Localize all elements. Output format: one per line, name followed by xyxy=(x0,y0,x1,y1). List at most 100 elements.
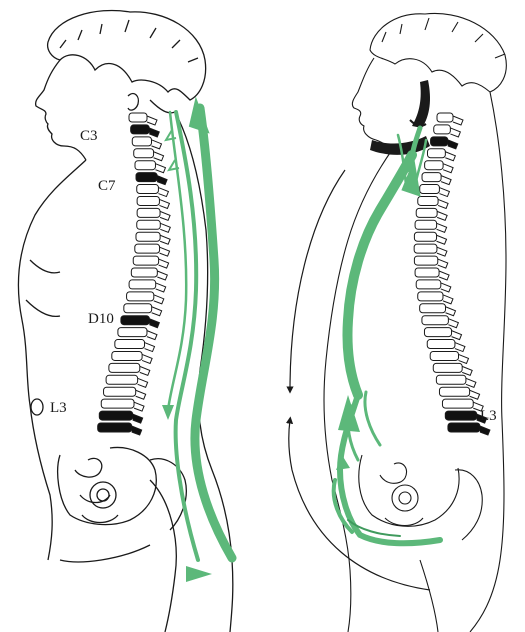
right-spinous-process xyxy=(439,271,449,280)
right-vertebra-highlight xyxy=(448,423,480,432)
right-spinous-process xyxy=(438,199,448,208)
right-vertebra xyxy=(416,280,441,289)
left-spinous-process xyxy=(157,271,167,280)
right-spinous-process xyxy=(452,331,462,340)
left-spinous-process xyxy=(151,140,161,149)
left-spinous-process xyxy=(158,188,168,197)
left-vertebra-highlight xyxy=(98,423,132,432)
left-vertebra-highlight xyxy=(131,125,150,134)
right-vertebra xyxy=(433,363,462,372)
left-spinous-process xyxy=(160,247,170,256)
right-spinous-process xyxy=(437,235,447,244)
right-vertebra xyxy=(418,292,443,301)
left-spinous-process xyxy=(155,164,165,173)
right-spinous-process xyxy=(445,152,455,161)
left-vertebra xyxy=(137,220,161,229)
right-vertebra xyxy=(414,232,436,241)
right-pelvis xyxy=(359,455,482,540)
left-arrow-up xyxy=(195,108,232,558)
pelvis-icon xyxy=(90,482,116,508)
left-vertebra xyxy=(131,268,157,277)
left-vertebra xyxy=(129,113,147,122)
left-spinous-process xyxy=(147,331,157,340)
left-vertebra xyxy=(135,244,160,253)
right-spinous-process xyxy=(443,295,453,304)
left-vertebra xyxy=(118,328,147,337)
left-vertebra xyxy=(109,363,140,372)
label-d10: D10 xyxy=(88,311,114,327)
right-vertebra xyxy=(442,399,473,408)
left-vertebra xyxy=(112,351,142,360)
left-spinous-process xyxy=(132,426,142,435)
left-spinous-process xyxy=(136,390,146,399)
right-spinous-process xyxy=(437,223,447,232)
left-spinous-process xyxy=(149,128,159,137)
left-spinous-process xyxy=(154,152,164,161)
right-spinous-process xyxy=(480,426,490,435)
right-vertebra xyxy=(434,125,451,134)
left-spinous-process xyxy=(138,378,148,387)
right-spinous-process xyxy=(448,319,458,328)
right-spinous-process xyxy=(448,140,458,149)
right-spinous-process xyxy=(437,247,447,256)
left-spinous-process xyxy=(156,283,166,292)
right-spinous-process xyxy=(443,164,453,173)
right-spinous-process xyxy=(446,307,456,316)
right-hair xyxy=(370,13,506,92)
right-spinous-process xyxy=(466,378,476,387)
label-c7: C7 xyxy=(98,178,116,194)
left-vertebra xyxy=(132,137,151,146)
right-spinous-process xyxy=(455,343,465,352)
left-spinous-process xyxy=(152,307,162,316)
left-hair xyxy=(48,10,206,100)
left-green-arrows xyxy=(162,100,232,582)
right-vertebra-highlight xyxy=(445,411,476,420)
right-vertebra xyxy=(427,340,455,349)
left-vertebra-highlight xyxy=(121,316,149,325)
right-vertebra xyxy=(422,316,448,325)
left-spinous-process xyxy=(142,354,152,363)
right-vertebra-highlight xyxy=(431,137,448,146)
left-spinous-process xyxy=(140,366,150,375)
right-vertebra xyxy=(415,268,439,277)
right-pelvis-icon xyxy=(392,485,418,511)
right-spinous-process xyxy=(441,176,451,185)
right-vertebra xyxy=(436,375,466,384)
right-vertebra xyxy=(437,113,453,122)
left-vertebra-highlight xyxy=(136,173,157,182)
left-vertebra xyxy=(129,280,156,289)
label-l3-left: L3 xyxy=(50,400,67,416)
left-spinous-process xyxy=(157,176,167,185)
right-vertebra xyxy=(420,185,440,194)
left-spinous-process xyxy=(149,319,159,328)
right-spinous-process xyxy=(439,188,449,197)
right-vertebra xyxy=(439,387,469,396)
right-arrow-main xyxy=(347,155,412,395)
left-vertebra xyxy=(104,387,136,396)
right-vertebra xyxy=(420,304,446,313)
left-vertebra xyxy=(106,375,138,384)
left-vertebra xyxy=(101,399,134,408)
left-spinous-process xyxy=(154,295,164,304)
left-spine xyxy=(98,113,171,435)
left-spinous-process xyxy=(134,402,144,411)
left-spinous-process xyxy=(160,235,170,244)
left-spinous-process xyxy=(133,414,143,423)
right-vertebra xyxy=(427,149,445,158)
right-vertebra xyxy=(414,244,437,253)
left-vertebra xyxy=(124,304,152,313)
left-vertebra-highlight xyxy=(99,411,132,420)
left-vertebra xyxy=(136,232,160,241)
left-spinous-process xyxy=(160,211,170,220)
right-vertebra xyxy=(416,208,437,217)
right-spinous-process xyxy=(441,283,451,292)
right-torso-back xyxy=(470,92,506,632)
left-torso-front xyxy=(18,160,86,560)
right-vertebra xyxy=(415,220,437,229)
left-pelvis xyxy=(58,447,187,530)
left-spinous-process xyxy=(160,223,170,232)
left-spinous-process xyxy=(159,259,169,268)
left-spinous-process xyxy=(159,199,169,208)
left-vertebra xyxy=(134,149,154,158)
